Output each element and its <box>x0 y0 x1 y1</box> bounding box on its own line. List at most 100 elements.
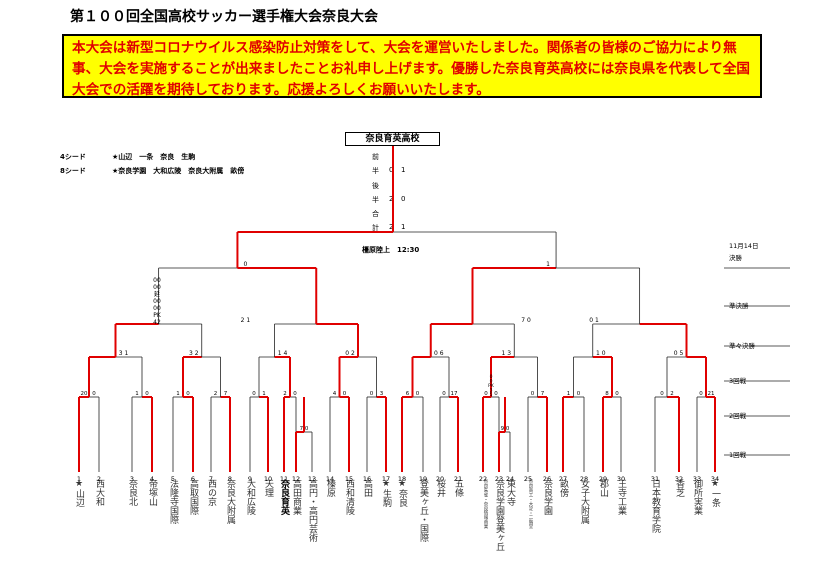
quarter-score-8: 0 5 <box>674 350 684 357</box>
team-number-28: 28 <box>580 475 588 483</box>
team-number-5: 5 <box>171 475 175 483</box>
semi-score-1b2: 00 <box>153 284 161 291</box>
round-final: 決勝 <box>729 254 742 262</box>
team-number-24: 24 <box>506 475 514 483</box>
notice-text: 本大会は新型コロナウイルス感染防止対策をして、大会を運営いたしました。関係者の皆… <box>72 40 750 98</box>
r3-score-22: 0 <box>494 391 498 397</box>
team-number-33: 33 <box>693 475 701 483</box>
final-h2-left: 2 <box>389 195 394 203</box>
r3-score-18: 0 <box>416 391 420 397</box>
team-name-5: 法隆寺国際 <box>168 479 178 524</box>
r3-score-13: 4 <box>333 391 337 397</box>
r3-score-27: 8 <box>605 391 609 397</box>
pk-note-2: PK <box>488 383 495 389</box>
team-number-25: 25 <box>524 475 532 483</box>
r3-score-31: 0 <box>699 391 703 397</box>
team-number-10: 10 <box>264 475 272 483</box>
team-name-34: ★一条 <box>710 479 720 507</box>
team-number-29: 29 <box>599 475 607 483</box>
final-score-left: 0 <box>244 261 248 268</box>
team-name-16: 高田 <box>362 479 372 497</box>
r3-score-14: 0 <box>343 391 347 397</box>
quarter-score-4: 0 2 <box>345 350 355 357</box>
team-number-23: 23 <box>495 475 503 483</box>
r3-score-3: 1 <box>135 391 139 397</box>
r3-score-12: 0 <box>293 391 297 397</box>
pk-note-3: 3 <box>490 388 493 394</box>
champion-box: 奈良育英高校 <box>345 132 440 146</box>
team-name-25: 奈良商工・大淀・二階堂 <box>528 479 533 529</box>
team-number-17: 17 <box>382 475 390 483</box>
final-half-2: 後 <box>372 182 379 190</box>
r3-score-16: 3 <box>380 391 384 397</box>
final-h1-right: 1 <box>401 166 406 174</box>
quarter-score-2: 3 2 <box>189 350 199 357</box>
r3-score-25: 1 <box>567 391 571 397</box>
r3-score-4: 0 <box>145 391 149 397</box>
quarter-score-1: 3 1 <box>119 350 129 357</box>
final-half-1: 前 <box>372 153 379 161</box>
semi-score-1b: 2 1 <box>241 317 251 324</box>
semi-extra: 延 <box>154 290 160 298</box>
team-number-7: 7 <box>209 475 213 483</box>
team-number-27: 27 <box>559 475 567 483</box>
semi-score-2a: 7 0 <box>521 317 531 324</box>
team-number-12: 12 <box>292 475 300 483</box>
r3-score-26: 0 <box>577 391 581 397</box>
quarter-score-5: 0 6 <box>434 350 444 357</box>
team-name-33: 御所実業 <box>692 479 702 515</box>
r3-score-7: 2 <box>214 391 218 397</box>
r3-score-2: 0 <box>92 391 96 397</box>
team-name-20: 桜井 <box>435 479 445 497</box>
team-name-13: 高円・高円芸術 <box>307 479 317 542</box>
pk-note-4: 5 <box>490 392 493 398</box>
final-score-right: 1 <box>546 261 550 268</box>
r3-score-28: 0 <box>615 391 619 397</box>
team-name-2: 西大和 <box>94 479 104 506</box>
team-name-22: 奈良朱雀・奈良情報商業 <box>483 479 488 529</box>
team-name-3: 奈良北 <box>127 479 137 506</box>
team-number-15: 15 <box>345 475 353 483</box>
team-name-26: 奈良学園 <box>542 479 552 515</box>
team-name-21: 五條 <box>453 479 463 497</box>
team-number-4: 4 <box>150 475 154 483</box>
semi-score-2b: 0 1 <box>589 317 599 324</box>
final-total-b: 計 <box>372 224 379 232</box>
team-name-18: ★奈良 <box>397 479 407 507</box>
r3-score-10: 1 <box>262 391 266 397</box>
team-number-1: 1 <box>77 475 81 483</box>
pk-note-0: 0 <box>490 374 493 380</box>
r3-score-1: 20 <box>81 391 88 397</box>
team-name-4: 帝塚山 <box>147 479 157 506</box>
team-number-16: 16 <box>363 475 371 483</box>
team-name-32: 香芝 <box>674 479 684 497</box>
team-name-10: 天理 <box>263 479 273 497</box>
team-name-12: 高田商業 <box>291 479 301 515</box>
team-number-26: 26 <box>543 475 551 483</box>
team-name-19: 登美ヶ丘・国際 <box>418 479 428 542</box>
team-name-11: 奈良育英 <box>279 479 289 515</box>
final-half-2b: 半 <box>372 196 379 204</box>
final-total-right: 1 <box>401 223 406 231</box>
team-name-23: 奈良学園登美ヶ丘 <box>494 479 504 551</box>
team-name-24: 東大寺 <box>505 479 515 506</box>
team-number-3: 3 <box>130 475 134 483</box>
semi-score-1c: 00 <box>153 298 161 305</box>
r3-score-20: 17 <box>451 391 458 397</box>
seed-4-teams: ★山辺 一条 奈良 生駒 <box>112 153 196 161</box>
r3-score-15: 0 <box>370 391 374 397</box>
venue-label: 橿原陸上 12:30 <box>362 246 420 254</box>
team-number-34: 34 <box>711 475 719 483</box>
team-name-6: 高取国際 <box>188 479 198 515</box>
r3-score-23: 0 <box>531 391 535 397</box>
r3-score-5: 1 <box>176 391 180 397</box>
r3-score-32: 21 <box>708 391 715 397</box>
team-number-20: 20 <box>436 475 444 483</box>
final-h1-left: 0 <box>389 166 394 174</box>
team-number-11: 11 <box>280 475 288 483</box>
team-number-30: 30 <box>617 475 625 483</box>
page-title: 第１００回全国高校サッカー選手権大会奈良大会 <box>70 9 378 25</box>
r3-score-29: 0 <box>660 391 664 397</box>
r3-score-8: 7 <box>224 391 228 397</box>
